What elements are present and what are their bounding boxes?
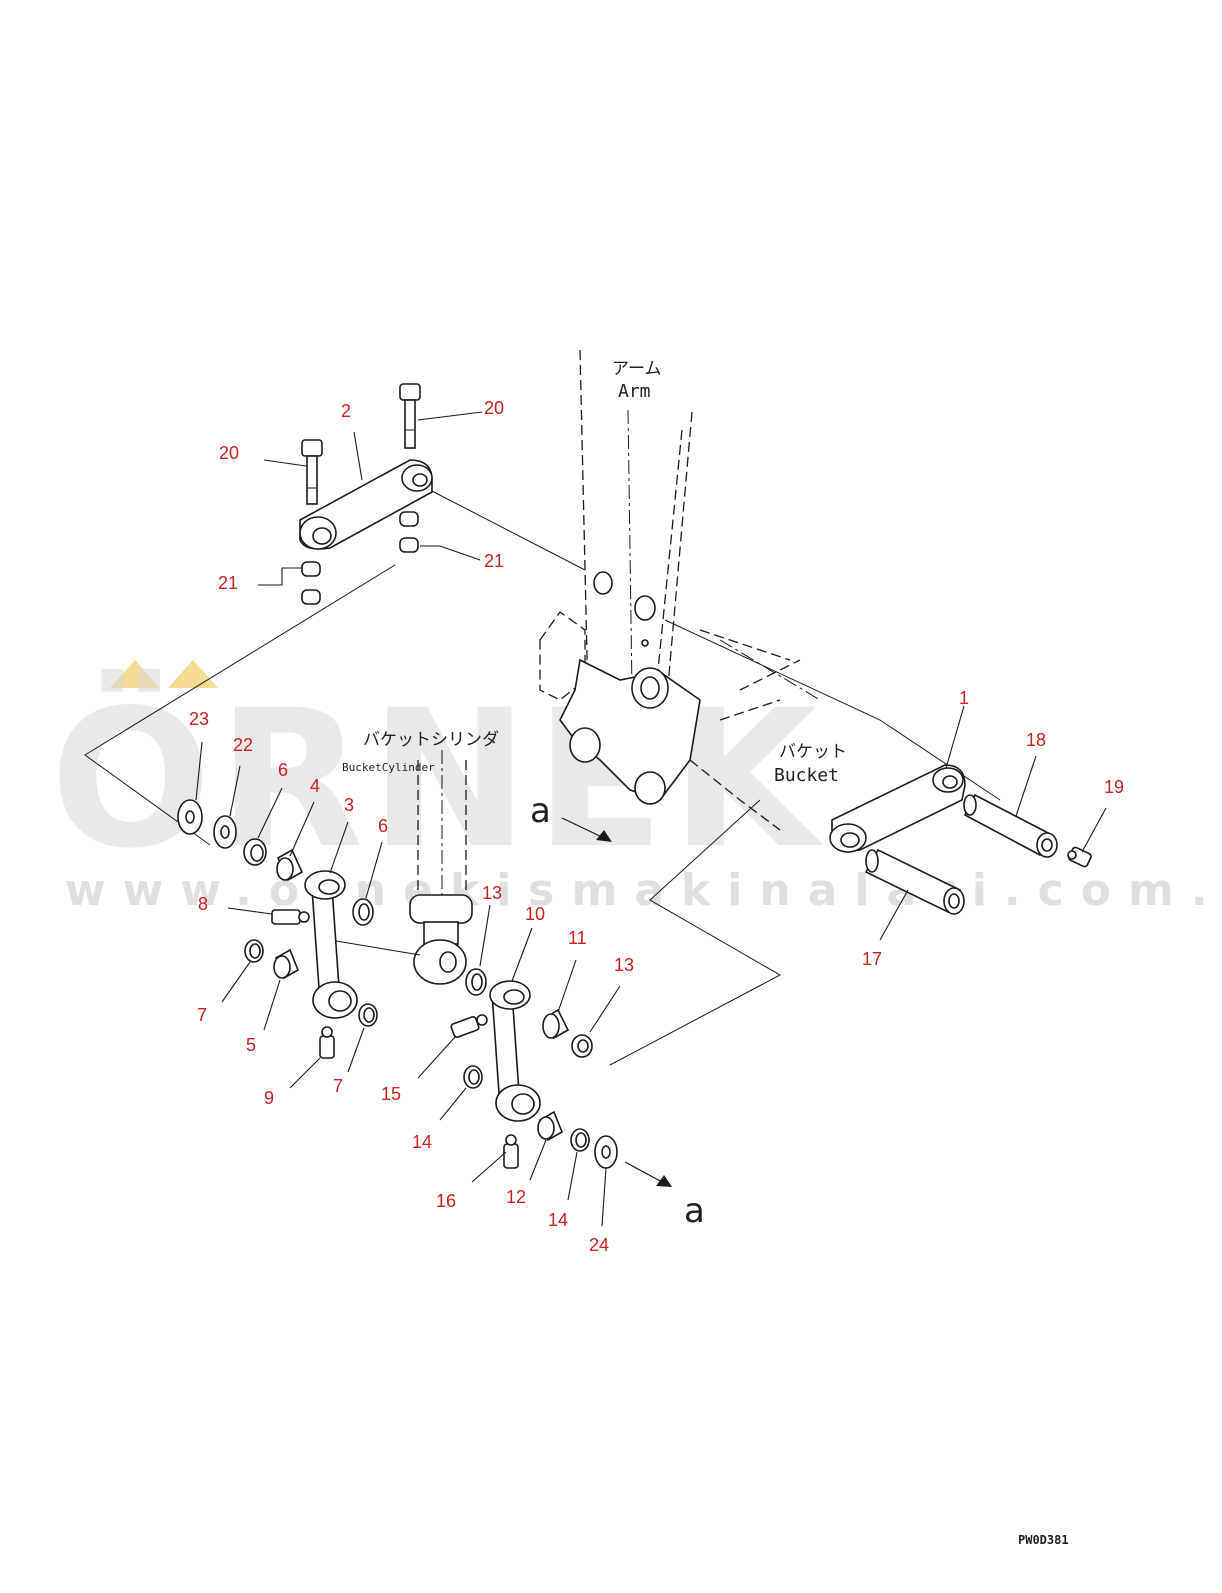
view-marker-upper: a: [530, 791, 551, 831]
arm-outline: [539, 349, 821, 831]
leader-lines: [195, 411, 1107, 1227]
callout-4: 4: [310, 776, 320, 796]
callout-3: 3: [344, 795, 354, 815]
callout-21-left: 21: [218, 573, 238, 593]
arm-pin-boss: [634, 595, 656, 621]
callout-16: 16: [436, 1191, 456, 1211]
part-17-pin: [864, 848, 965, 915]
callout-14-right: 14: [548, 1210, 568, 1230]
part-7-seal-right: [358, 1003, 378, 1027]
view-marker-lower: a: [684, 1191, 705, 1231]
part-12-bushing: [537, 1110, 564, 1142]
part-8-grease-fitting: [271, 909, 310, 925]
callout-8: 8: [198, 894, 208, 914]
callout-21-right: 21: [484, 551, 504, 571]
part-5-bushing: [273, 948, 300, 980]
part-21-nuts-right: [399, 511, 419, 553]
part-6-seal-right: [352, 898, 374, 926]
bucket-label-jp: バケット: [779, 742, 847, 762]
part-14-seal-right: [570, 1128, 590, 1152]
callout-17: 17: [862, 949, 882, 969]
part-9-grease-fitting: [319, 1026, 335, 1059]
callout-13-right: 13: [614, 955, 634, 975]
callout-6-right: 6: [378, 816, 388, 836]
part-20-bolt-left: [301, 439, 323, 505]
view-arrow-lower: a: [624, 1161, 705, 1231]
drawing-code: PW0D381: [1018, 1533, 1069, 1547]
callout-23: 23: [189, 709, 209, 729]
part-20-bolt-right: [399, 383, 421, 449]
part-7-seal-left: [244, 939, 264, 963]
bucket-cylinder: [409, 750, 473, 985]
callout-14-left: 14: [412, 1132, 432, 1152]
arm-bracket-boss-lower: [634, 771, 666, 805]
part-13-seal-left: [465, 968, 487, 996]
cylinder-rod-end: [409, 894, 473, 924]
part-24-washer: [594, 1135, 618, 1169]
callout-20-right: 20: [484, 398, 504, 418]
arm-label-jp: アーム: [612, 359, 661, 379]
part-1-link: [829, 764, 966, 853]
callout-20-left: 20: [219, 443, 239, 463]
part-13-seal-right: [571, 1034, 593, 1058]
part-23-washer: [177, 799, 203, 835]
arm-label-en: Arm: [618, 381, 651, 402]
arm-hole: [593, 571, 613, 595]
part-2-link: [299, 459, 433, 550]
arm-bracket-boss-left: [569, 727, 601, 763]
part-21-nuts-left: [301, 561, 321, 605]
callout-1: 1: [959, 688, 969, 708]
callout-6-left: 6: [278, 760, 288, 780]
callout-10: 10: [525, 904, 545, 924]
part-11-bushing: [542, 1008, 570, 1040]
callout-5: 5: [246, 1035, 256, 1055]
callouts: 1 2 3 4 5 6 6 7 7 8 9 10 11 12 13 13 14 …: [189, 398, 1124, 1255]
callout-15: 15: [381, 1084, 401, 1104]
callout-13-left: 13: [482, 883, 502, 903]
callout-18: 18: [1026, 730, 1046, 750]
bucket-label-en: Bucket: [774, 765, 839, 786]
callout-22: 22: [233, 735, 253, 755]
watermark-url: www.ornekismakinalari.com.tr: [65, 865, 1222, 916]
part-14-seal-left: [463, 1065, 483, 1089]
bucket-cylinder-label-en: BucketCylinder: [342, 761, 435, 774]
watermark-accent-left: [110, 660, 160, 688]
part-16-grease-fitting: [503, 1134, 519, 1169]
part-3-rod-link: [304, 870, 358, 1019]
view-arrow-upper: a: [530, 791, 612, 842]
callout-24: 24: [589, 1235, 609, 1255]
bucket-cylinder-label-jp: バケットシリンダ: [363, 730, 499, 750]
part-15-grease-fitting: [450, 1014, 488, 1038]
part-22-washer: [213, 815, 237, 849]
watermark-brand: ÖRNEK: [50, 668, 824, 890]
callout-19: 19: [1104, 777, 1124, 797]
callout-2: 2: [341, 401, 351, 421]
callout-9: 9: [264, 1088, 274, 1108]
part-4-bushing: [276, 848, 304, 882]
callout-11: 11: [568, 928, 587, 948]
part-18-pin: [963, 793, 1058, 858]
callout-12: 12: [506, 1187, 526, 1207]
component-labels: アーム Arm バケットシリンダ BucketCylinder バケット Buc…: [342, 359, 847, 786]
part-6-seal-left: [243, 838, 267, 866]
callout-7-right: 7: [333, 1076, 343, 1096]
callout-7-left: 7: [197, 1005, 207, 1025]
part-10-rod-link: [489, 980, 541, 1122]
